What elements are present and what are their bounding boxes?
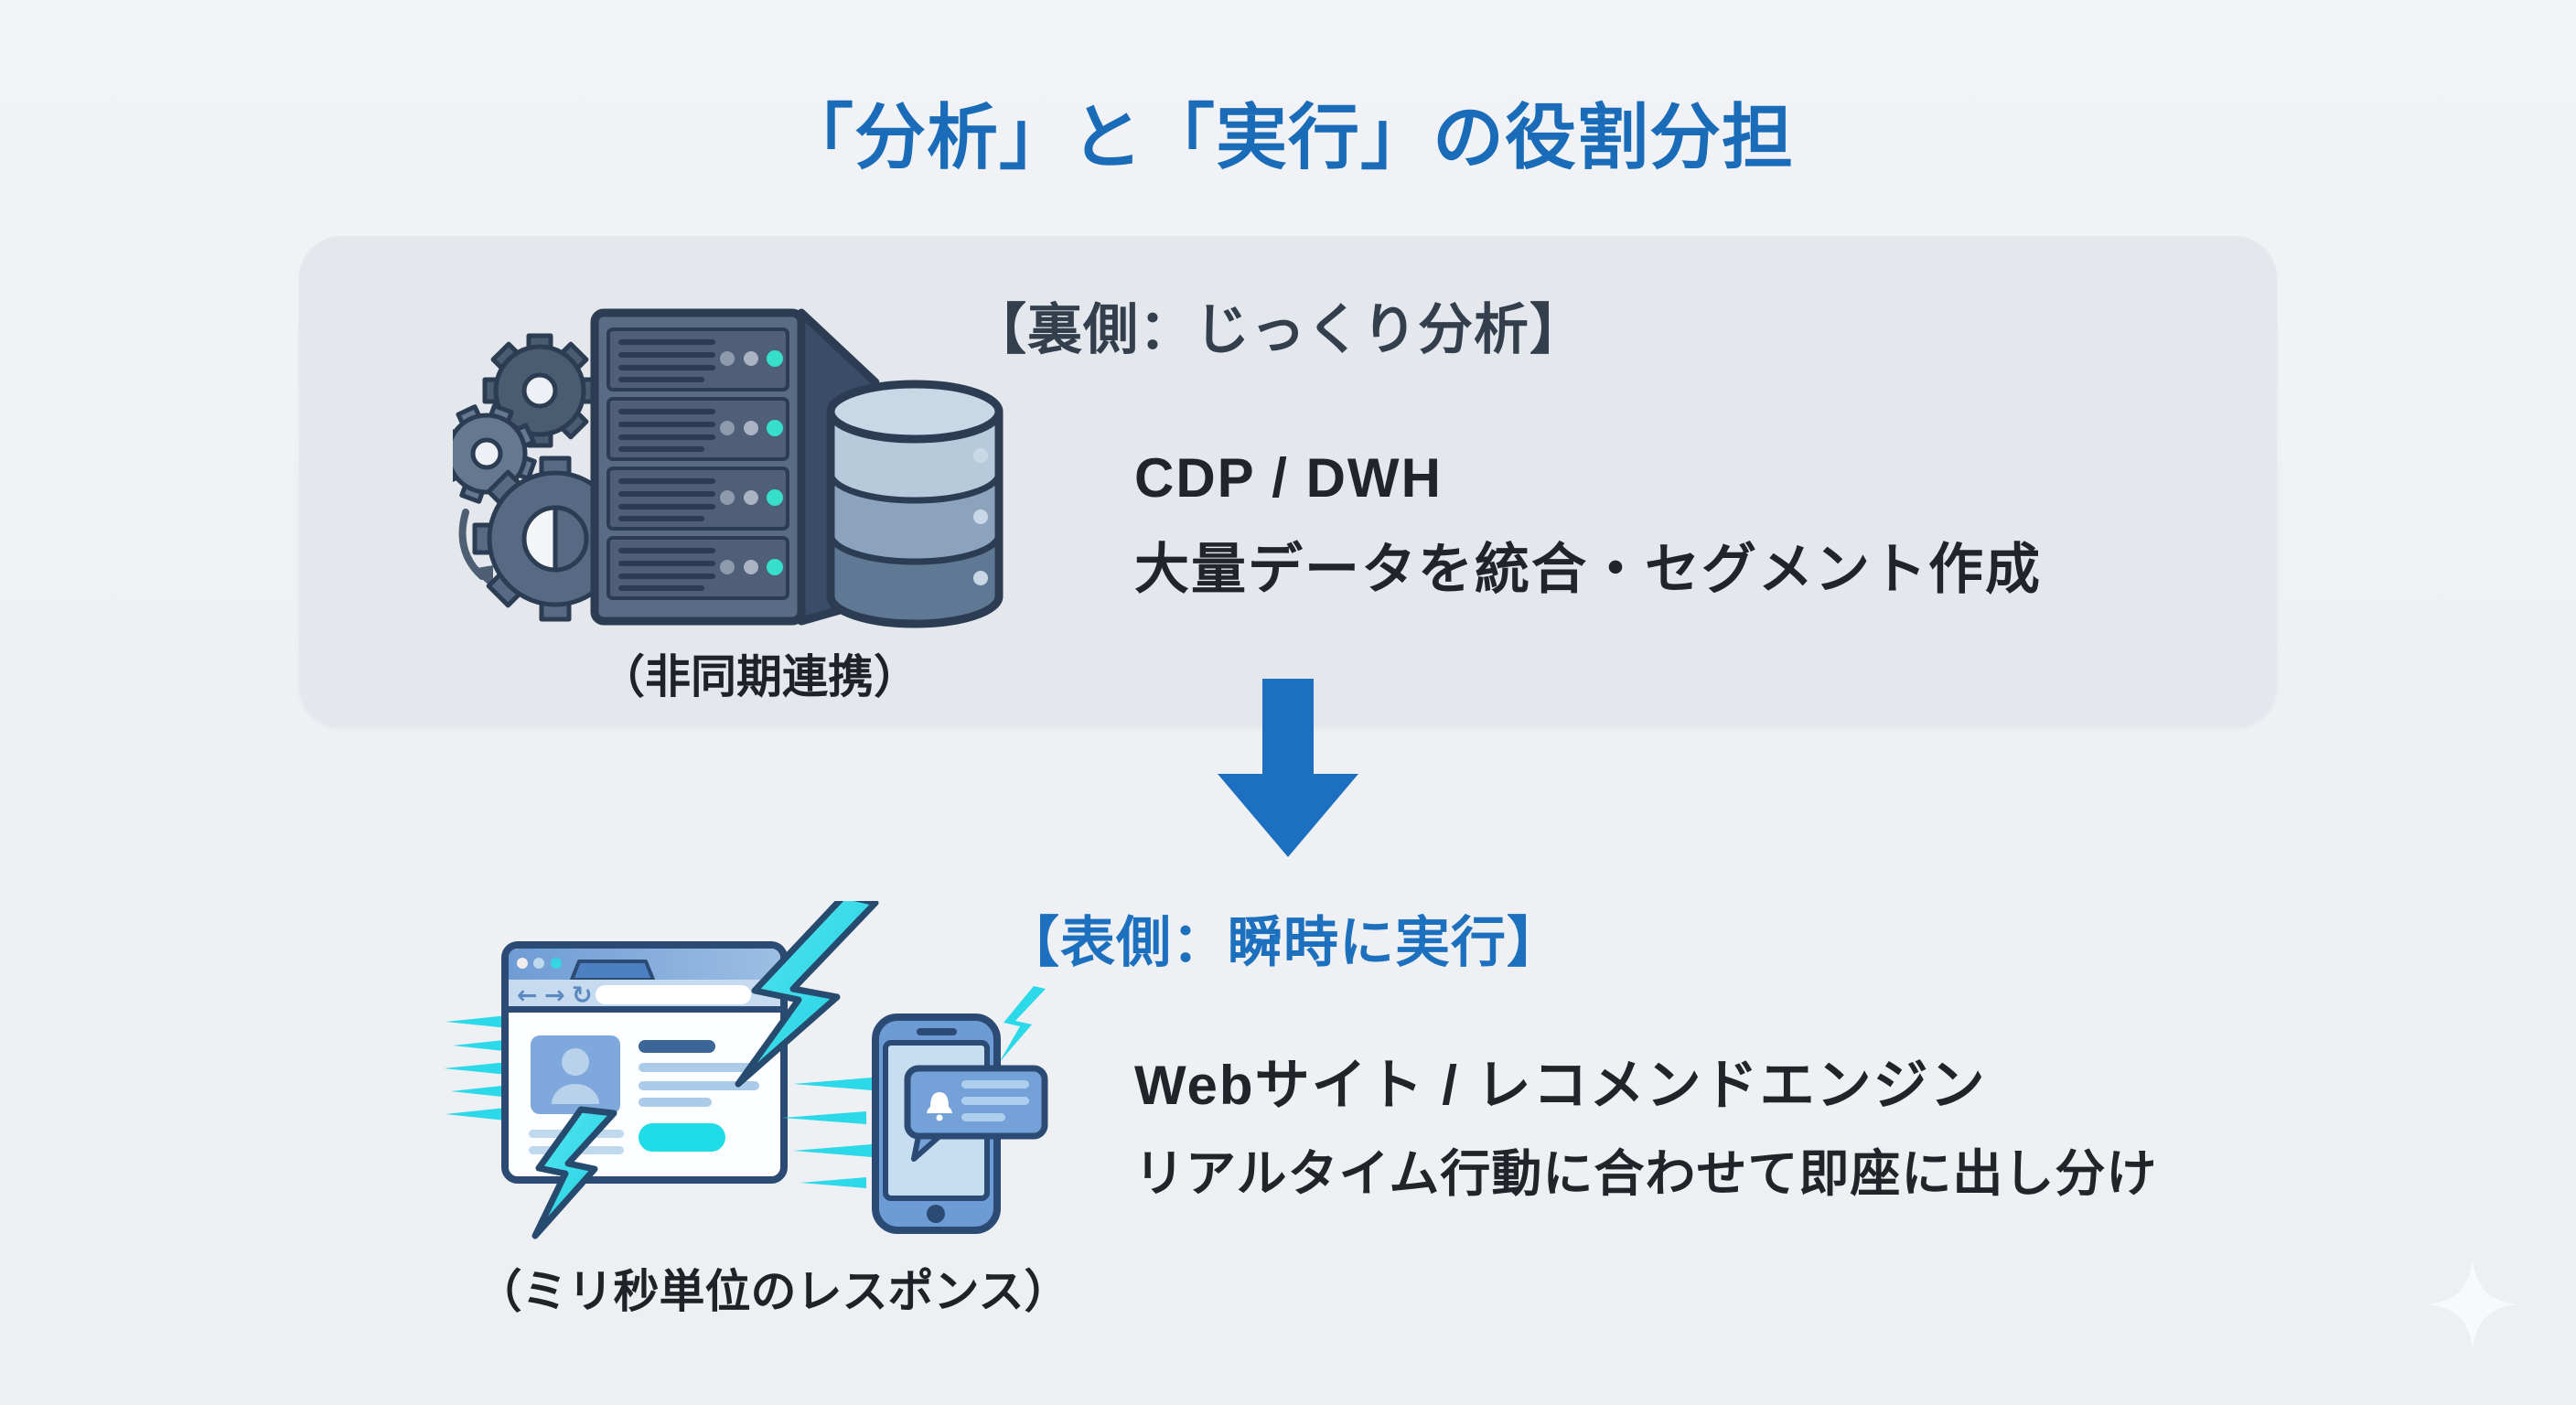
sparkle-icon (2429, 1260, 2517, 1348)
analysis-line-1: CDP / DWH (1134, 447, 1443, 509)
window-dots-icon (517, 958, 562, 969)
back-arrow-icon: ← (517, 981, 538, 1010)
server-database-gears-icon (453, 308, 1004, 628)
cta-button-shape (639, 1123, 725, 1152)
server-status-lights (720, 350, 783, 575)
async-arrow-icon (458, 509, 493, 589)
lightning-bolt-phone-icon (999, 986, 1046, 1063)
gears-icon (453, 333, 639, 622)
reload-icon: ↻ (572, 981, 593, 1010)
lightning-bolt-small-icon (531, 1106, 617, 1239)
execution-heading: 【表側：瞬時に実行】 (1004, 912, 1562, 973)
browser-smartphone-lightning-icon: ← → ↻ (444, 901, 1048, 1239)
user-avatar-icon (552, 1048, 599, 1104)
browser-window-icon: ← → ↻ (501, 941, 788, 1184)
forward-arrow-icon: → (544, 981, 565, 1010)
bell-icon (927, 1092, 952, 1121)
speed-lines-left (444, 1015, 508, 1121)
execution-line-1: Webサイト / レコメンドエンジン (1134, 1055, 1987, 1116)
down-arrow-icon (1218, 679, 1358, 857)
notification-bubble-icon (904, 1065, 1048, 1162)
database-icon (826, 380, 1004, 628)
analysis-caption: （非同期連携） (599, 651, 919, 702)
execution-line-2: リアルタイム行動に合わせて即座に出し分け (1134, 1145, 2158, 1202)
execution-caption: （ミリ秒単位のレスポンス） (476, 1266, 1070, 1317)
lightning-bolt-large-icon (735, 901, 879, 1088)
analysis-line-2: 大量データを統合・セグメント作成 (1134, 539, 2042, 600)
speed-lines-right (782, 1078, 872, 1188)
analysis-heading: 【裏側：じっくり分析】 (971, 299, 1585, 360)
page-title: 「分析」と「実行」の役割分担 (781, 97, 1794, 177)
